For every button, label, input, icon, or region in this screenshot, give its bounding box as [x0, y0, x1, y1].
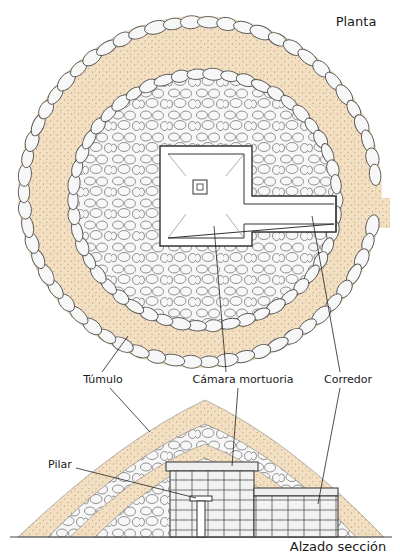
- leader-lines: [76, 216, 340, 504]
- part-label: Cámara mortuoria: [193, 374, 294, 386]
- part-label: Planta: [336, 15, 377, 29]
- part-label: Corredor: [324, 374, 372, 386]
- part-label: Alzado sección: [290, 540, 387, 554]
- stone: [368, 163, 382, 186]
- part-label: Túmulo: [83, 374, 123, 386]
- part-label: Pilar: [48, 459, 72, 471]
- stone: [330, 174, 343, 195]
